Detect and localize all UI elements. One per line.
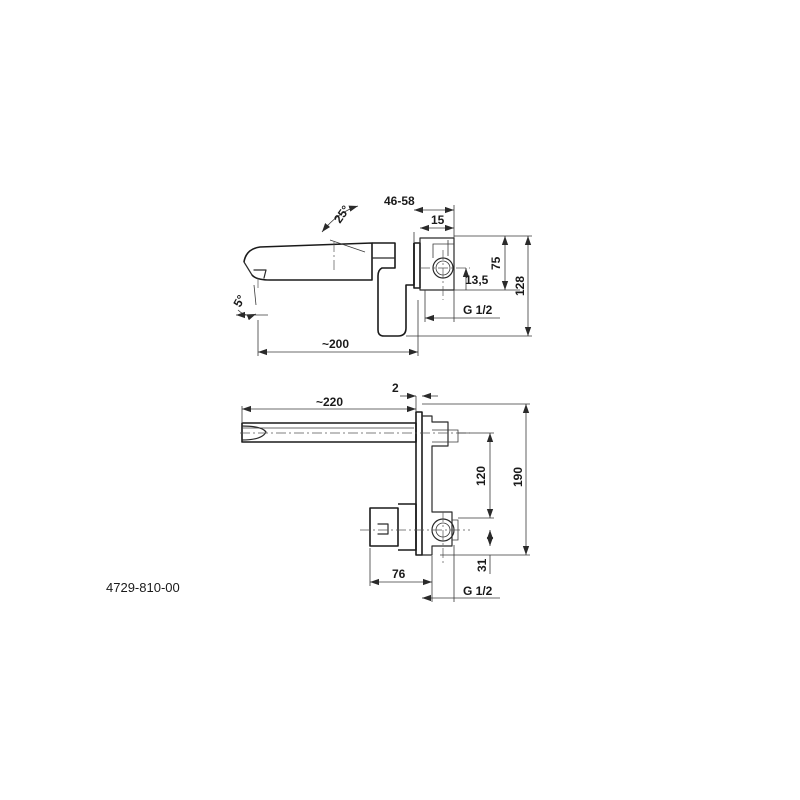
wall-range-label: 46-58 [384, 194, 415, 208]
wall-plate [415, 411, 423, 556]
plate-width-label: 15 [431, 213, 445, 227]
side-view: 25° 5° 46-58 15 13,5 75 128 G 1/2 ~200 [230, 194, 532, 356]
total-top-height-label: 190 [511, 467, 525, 487]
angle-top-label: 25° [331, 203, 353, 226]
axis-height-label: 13,5 [465, 273, 489, 287]
angle-bottom-label: 5° [230, 292, 248, 309]
concealed-valve [421, 415, 453, 556]
spout-handle-label: 120 [474, 466, 488, 486]
thread-top-label: G 1/2 [463, 584, 493, 598]
mixer-handle [369, 507, 399, 547]
projection-top-label: ~220 [316, 395, 343, 409]
angle-5-arc [237, 309, 257, 321]
escutcheon [413, 242, 421, 289]
top-view: ~220 2 120 190 31 76 G 1/2 [240, 381, 530, 602]
spout-tip [243, 261, 267, 279]
spout-outline [243, 242, 373, 281]
article-number: 4729-810-00 [106, 580, 180, 595]
total-height-label: 128 [513, 276, 527, 296]
lower-offset-label: 31 [475, 558, 489, 572]
body-height-label: 75 [489, 256, 503, 270]
gap-label: 2 [392, 381, 399, 395]
lever-body [372, 242, 415, 337]
handle-depth-label: 76 [392, 567, 406, 581]
thread-side-label: G 1/2 [463, 303, 493, 317]
angle-25-line [329, 239, 366, 253]
spout-top-outline [241, 422, 417, 443]
concealed-body [419, 237, 455, 291]
angle-25-arc [321, 205, 359, 233]
projection-side-label: ~200 [322, 337, 349, 351]
